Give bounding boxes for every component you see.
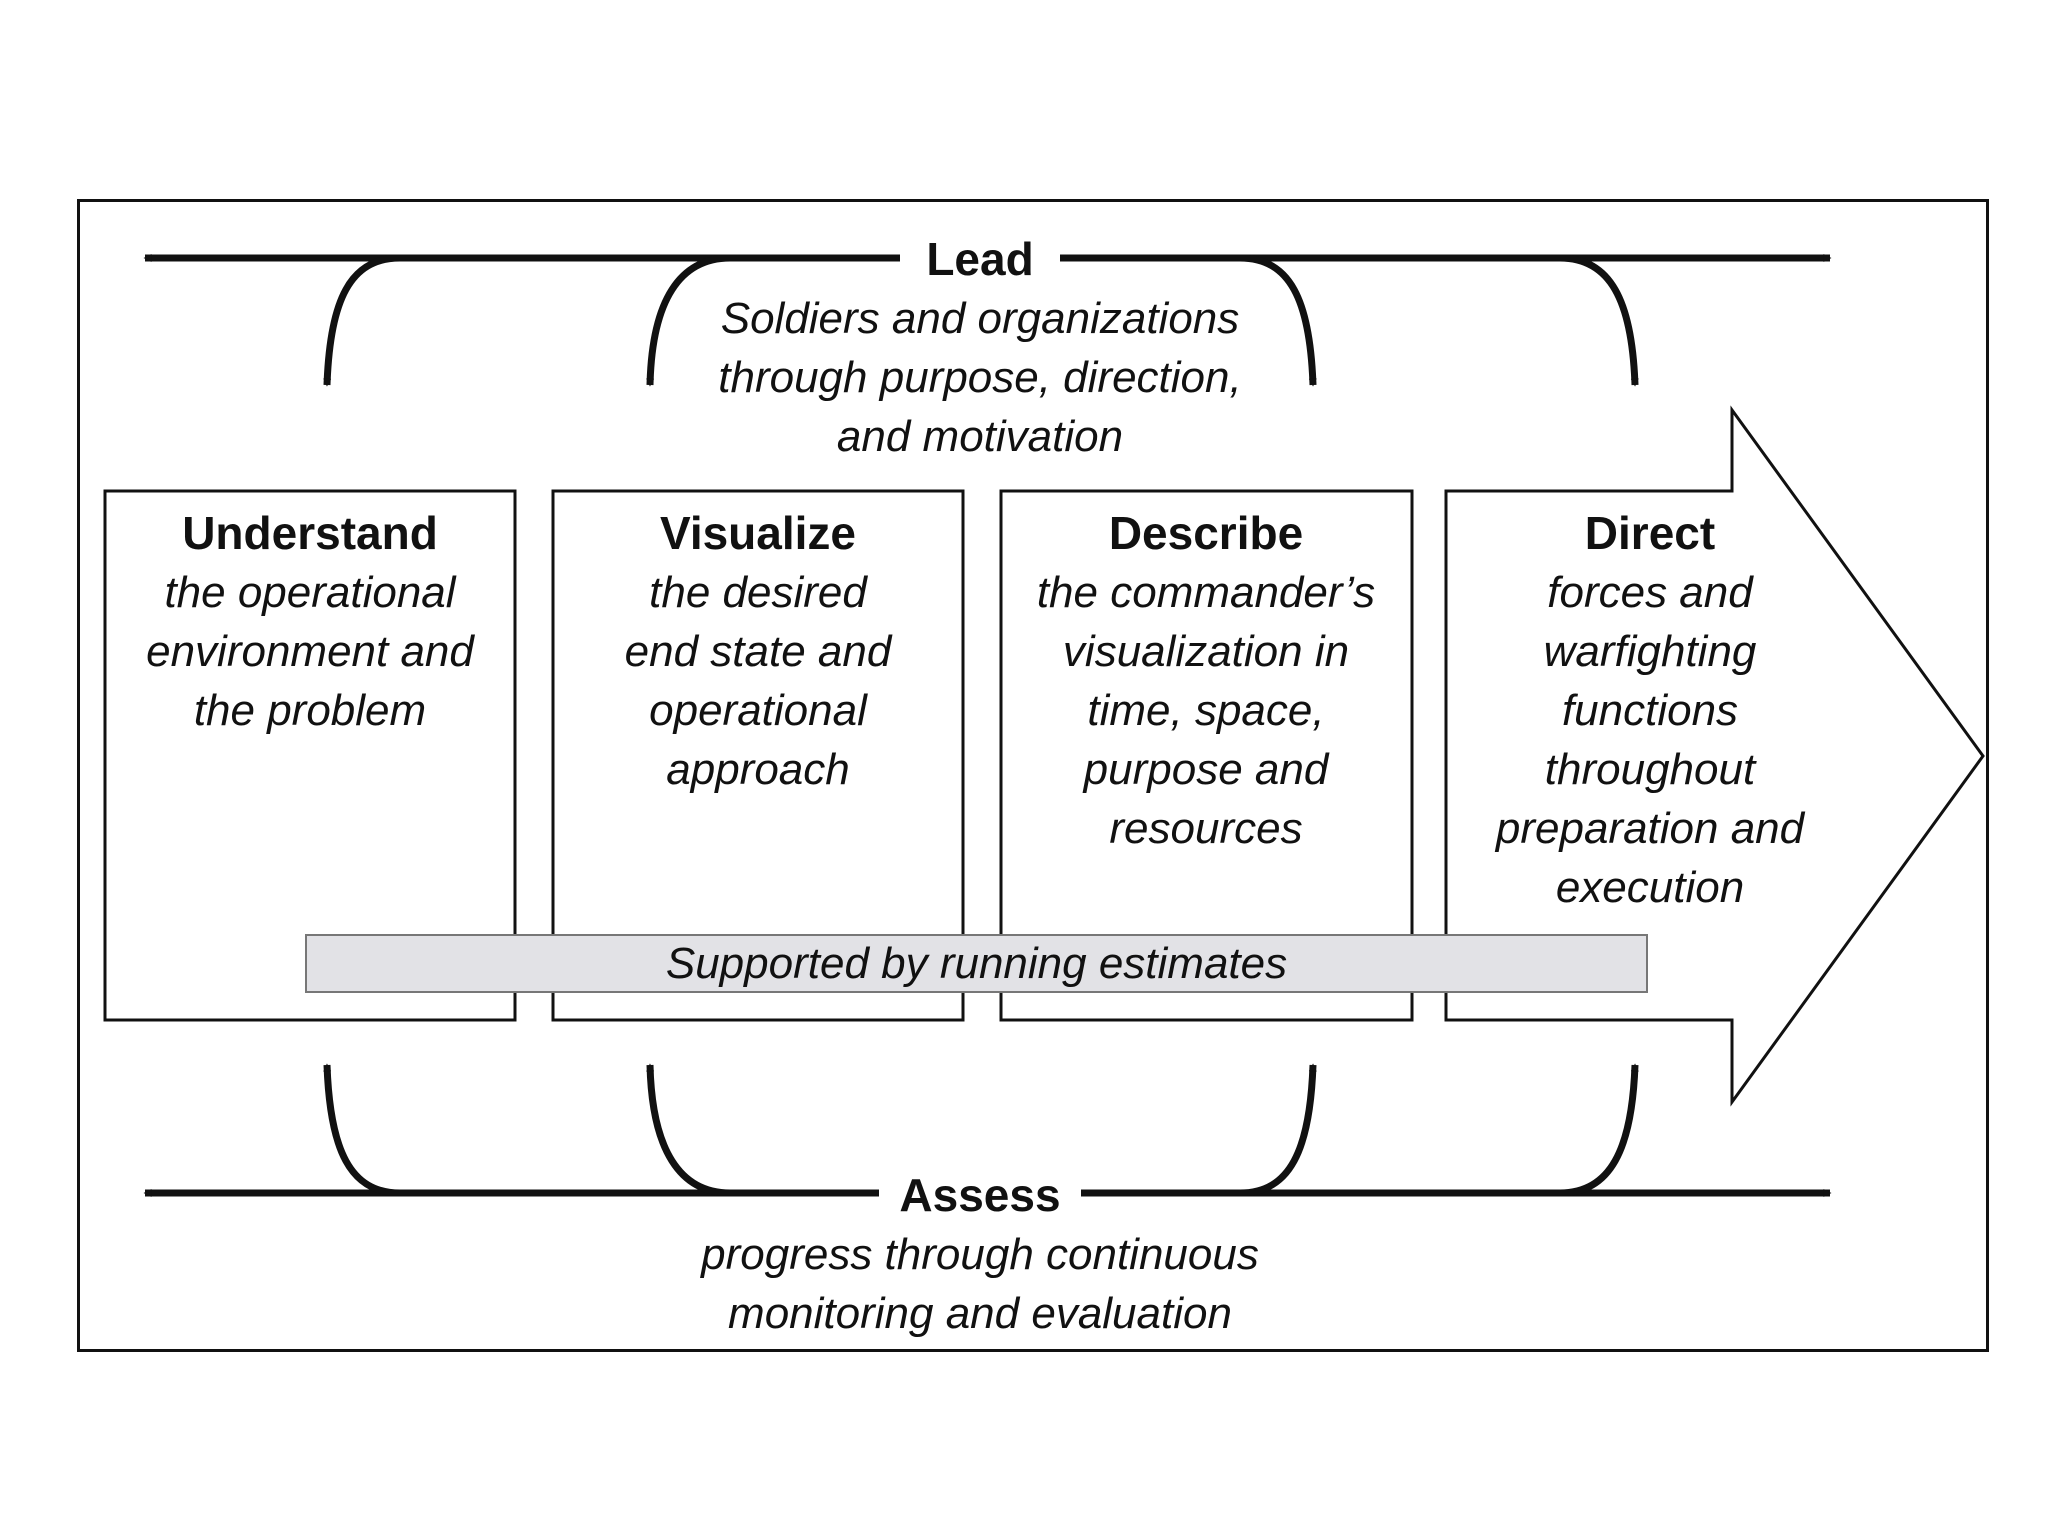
direct-heading: Direct xyxy=(1584,507,1716,559)
understand-box xyxy=(103,489,517,1022)
lead-heading: Lead xyxy=(902,230,1058,289)
describe-line: time, space, xyxy=(1087,686,1325,735)
visualize-line: operational xyxy=(649,686,867,735)
assess-branch-direct xyxy=(1559,1063,1639,1197)
describe-line: the commander’s xyxy=(1036,568,1376,617)
assess-line: progress through continuous xyxy=(701,1230,1259,1279)
visualize-heading: Visualize xyxy=(659,507,857,559)
visualize-line: end state and xyxy=(624,627,892,676)
understand-text: Understand the operational environment a… xyxy=(110,504,510,740)
assess-block: Assess progress through continuous monit… xyxy=(600,1166,1360,1343)
visualize-line: the desired xyxy=(649,568,867,617)
direct-text: Direct forces and warfighting functions … xyxy=(1450,504,1850,917)
assess-arrows xyxy=(143,1063,1832,1197)
lead-block: Lead Soldiers and organizations through … xyxy=(640,230,1320,466)
lead-branch-direct xyxy=(1559,254,1639,387)
direct-line: preparation and xyxy=(1495,804,1805,853)
lead-branch-understand xyxy=(323,254,401,387)
direct-line: forces and xyxy=(1547,568,1753,617)
describe-box xyxy=(999,489,1414,1022)
lead-arrows xyxy=(143,254,1832,387)
describe-line: purpose and xyxy=(1083,745,1329,794)
describe-line: visualization in xyxy=(1062,627,1350,676)
running-estimates-bar: Supported by running estimates xyxy=(305,934,1648,993)
describe-text: Describe the commander’s visualization i… xyxy=(1006,504,1406,858)
understand-line: environment and xyxy=(146,627,474,676)
lead-line: and motivation xyxy=(836,412,1124,461)
direct-line: execution xyxy=(1555,863,1745,912)
understand-line: the problem xyxy=(193,686,427,735)
direct-line: functions xyxy=(1561,686,1739,735)
visualize-box xyxy=(551,489,965,1022)
direct-line: warfighting xyxy=(1543,627,1757,676)
visualize-text: Visualize the desired end state and oper… xyxy=(558,504,958,799)
direct-arrow-box xyxy=(1444,405,1985,1107)
lead-line: Soldiers and organizations xyxy=(720,294,1240,343)
assess-branch-describe xyxy=(1239,1063,1317,1197)
lead-line: through purpose, direction, xyxy=(718,353,1242,402)
assess-line: monitoring and evaluation xyxy=(728,1289,1232,1338)
lead-branch-visualize xyxy=(646,254,731,387)
direct-line: throughout xyxy=(1544,745,1756,794)
describe-heading: Describe xyxy=(1108,507,1304,559)
assess-branch-understand xyxy=(323,1063,401,1197)
running-estimates-label: Supported by running estimates xyxy=(665,938,1288,988)
lead-branch-describe xyxy=(1239,254,1317,387)
assess-branch-visualize xyxy=(646,1063,731,1197)
visualize-line: approach xyxy=(666,745,850,794)
describe-line: resources xyxy=(1109,804,1303,853)
assess-heading: Assess xyxy=(879,1166,1081,1225)
understand-heading: Understand xyxy=(182,507,438,559)
understand-line: the operational xyxy=(164,568,456,617)
